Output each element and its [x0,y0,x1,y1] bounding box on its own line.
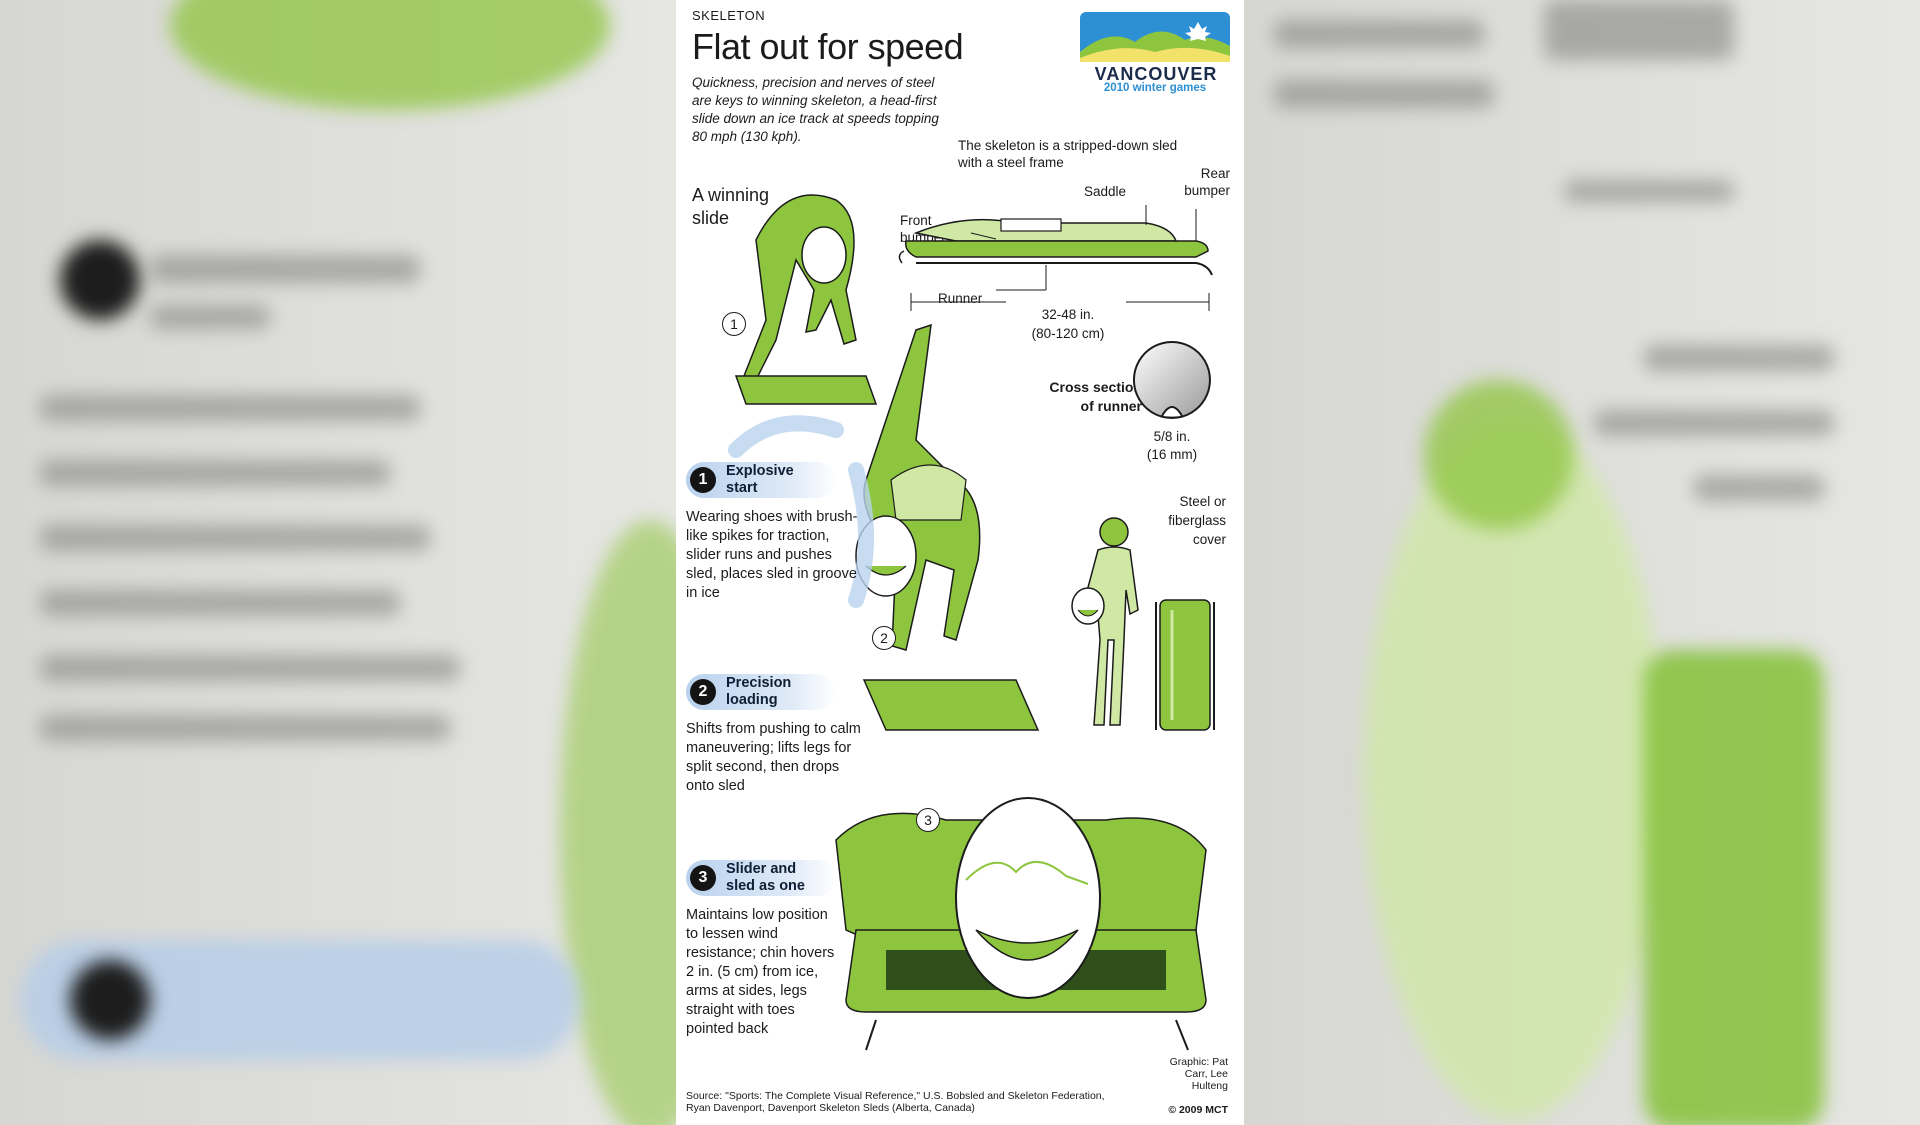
runner-cross-section-illustration [1132,341,1211,419]
runner-size-in: 5/8 in. [1153,429,1191,444]
blurred-text-line [150,255,420,283]
section-kicker: SKELETON [692,8,766,23]
blurred-text-line [1594,410,1834,436]
saddle-label: Saddle [1084,184,1127,199]
step-3-body: Maintains low position to lessen wind re… [686,907,835,1037]
step-2-badge: 2 Precision loading [686,674,836,710]
athlete-with-sled-illustration [1071,517,1215,731]
blurred-number-badge [70,960,150,1040]
blurred-text-line [1564,180,1734,202]
graphic-credit: Graphic: Pat Carr, Lee Hulteng [1169,1056,1228,1092]
blurred-text-line [40,525,430,551]
sled-description: The skeleton is a stripped-down sled wit… [958,138,1178,170]
vancouver-2010-logo: VANCOUVER 2010 winter games [1080,12,1230,94]
step-1-body: Wearing shoes with brush-like spikes for… [686,509,858,601]
blurred-text-line [40,590,400,616]
step-2-title: Precision loading [726,675,792,708]
step-1-title: Explosive start [726,463,794,496]
blurred-text-line [1694,475,1824,501]
step-1-number: 1 [690,467,716,493]
blurred-text-line [1544,0,1734,60]
blurred-text-line [40,715,450,741]
blurred-slider-figure [1364,420,1664,1120]
sled-length-cm: (80-120 cm) [1031,326,1105,341]
blurred-text-line [1274,80,1494,108]
cross-section-label: Cross section of runner [1049,379,1142,414]
source-credit: Source: "Sports: The Complete Visual Ref… [686,1090,1105,1114]
step-3-badge: 3 Slider and sled as one [686,860,836,896]
blurred-text-line [1644,345,1834,371]
blurred-green-shape [560,520,676,1125]
sled-length-in: 32-48 in. [1041,307,1095,322]
figure-number-3: 3 [916,808,940,832]
headline: Flat out for speed [692,26,964,67]
cover-label: Steel or fiberglass cover [1168,494,1226,547]
runner-size-mm: (16 mm) [1146,447,1198,462]
copyright: © 2009 MCT [1168,1104,1228,1116]
sled-side-view-illustration [898,205,1213,311]
step-1-badge: 1 Explosive start [686,462,836,498]
blurred-background-left [0,0,676,1125]
winning-slide-label: A winning slide [692,185,770,228]
infographic: SKELETON Flat out for speed Quickness, p… [676,0,1244,1125]
blurred-text-line [150,305,270,329]
logo-wordmark: VANCOUVER [1094,64,1218,84]
figure-number-2: 2 [872,626,896,650]
step-2-number: 2 [690,679,716,705]
blurred-slider-head [1424,380,1574,530]
step-2-body: Shifts from pushing to calm maneuvering;… [686,721,861,794]
blurred-number-badge [60,240,140,320]
logo-tagline: 2010 winter games [1103,82,1207,94]
blurred-text-line [1274,20,1484,48]
slider-head-on-illustration [835,797,1207,1051]
slider-sequence-illustration [728,194,1040,731]
step-3-number: 3 [690,865,716,891]
blurred-background-right [1244,0,1920,1125]
blurred-green-shape [170,0,610,110]
blurred-text-line [40,655,460,681]
blurred-text-line [40,395,420,421]
intro-text: Quickness, precision and nerves of steel… [692,75,939,144]
rear-bumper-label: Rear bumper [1184,166,1230,198]
blurred-sled [1644,650,1824,1125]
blurred-text-line [40,460,390,486]
figure-number-1: 1 [722,312,746,336]
step-3-title: Slider and sled as one [726,861,805,894]
